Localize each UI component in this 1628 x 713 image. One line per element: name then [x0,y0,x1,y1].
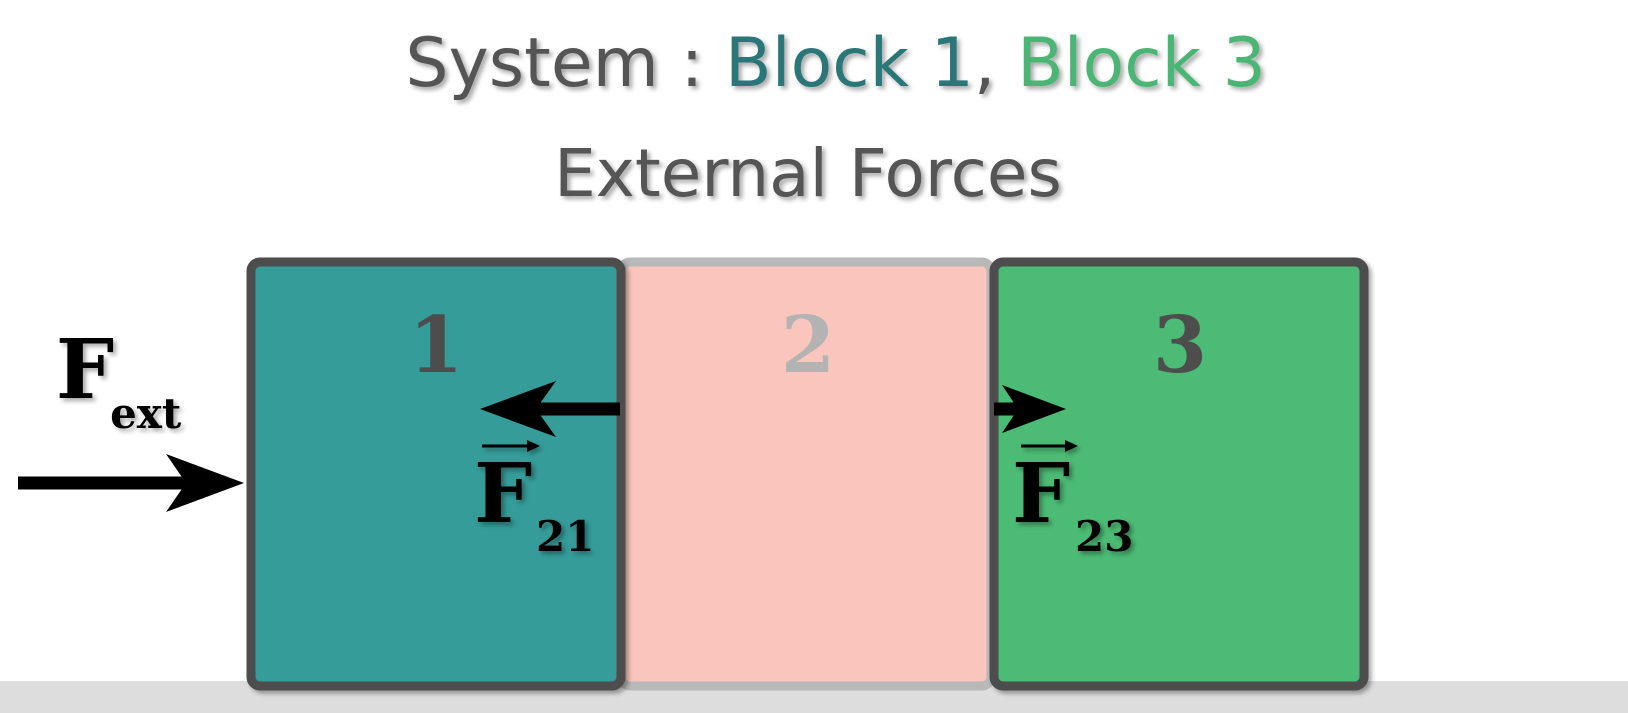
f21-symbol: F [474,446,532,542]
f21-subscript: 21 [536,512,594,561]
f21-vector-arrow-icon [482,440,540,452]
block-2: 2 [616,257,996,691]
diagram-title: System : Block 1, Block 3 [297,24,1330,103]
title-prefix: System : [405,24,725,103]
f23-label: F 23 [1012,440,1133,561]
block-3-label: 3 [1153,300,1207,391]
block-3: 3 [989,257,1369,691]
external-force-symbol: F [56,322,114,418]
title-block3: Block 3 [1017,24,1266,103]
f23-subscript: 23 [1075,512,1133,561]
external-force-subscript: ext [110,389,182,438]
f23-symbol: F [1012,446,1070,542]
block-1-body [246,257,626,691]
f21-label: F 21 [474,440,594,561]
diagram-subtitle: External Forces [554,135,1062,212]
block-3-body [989,257,1369,691]
title-separator: , [974,24,1017,103]
external-force-label: Fext [28,322,198,438]
external-force-arrow [18,454,244,512]
f21-arrow [480,381,620,437]
title-block1: Block 1 [725,24,974,103]
f23-vector-arrow-icon [1021,440,1078,452]
block-1: 1 [246,257,626,691]
block-1-label: 1 [409,300,463,391]
f23-arrow [994,385,1066,433]
block-2-label: 2 [781,300,835,391]
